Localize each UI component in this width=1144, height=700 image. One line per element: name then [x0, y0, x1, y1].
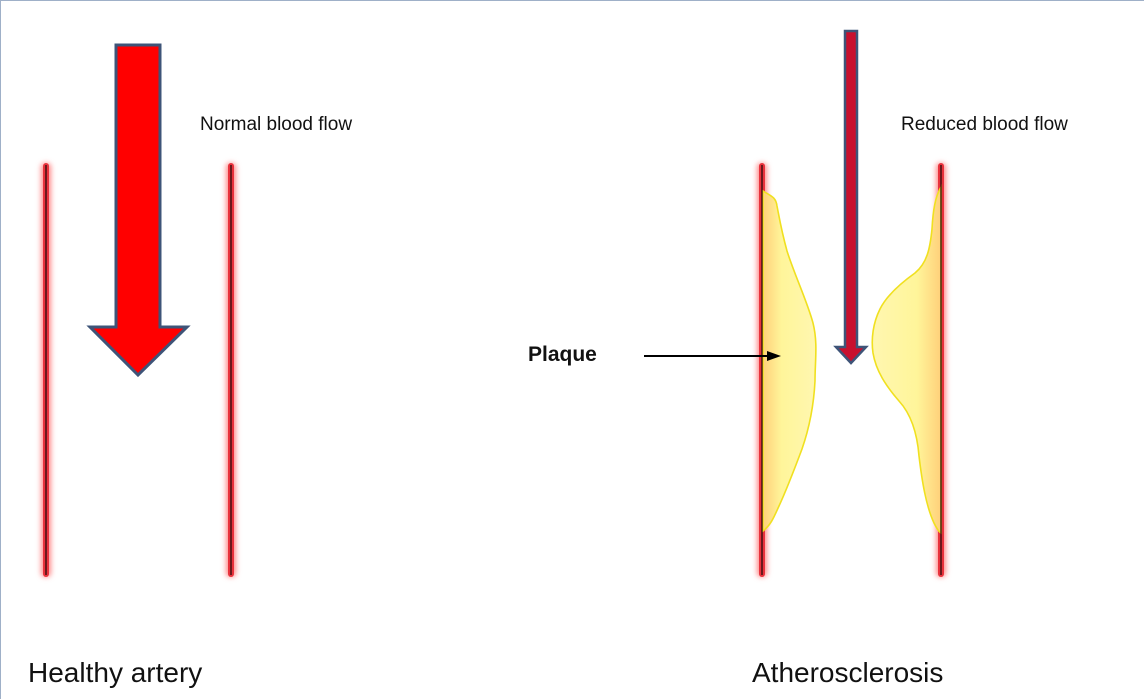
reduced-blood-flow-label: Reduced blood flow [901, 114, 1068, 136]
healthy-artery-left-wall [41, 163, 51, 577]
plaque-right-deposit [872, 187, 941, 533]
normal-flow-arrow-icon [90, 45, 187, 375]
reduced-flow-arrow-icon [836, 31, 866, 363]
atherosclerosis-caption: Atherosclerosis [752, 657, 943, 689]
normal-blood-flow-label: Normal blood flow [200, 114, 352, 136]
plaque-label: Plaque [528, 343, 597, 367]
healthy-artery-right-wall [226, 163, 236, 577]
plaque-left-deposit [763, 191, 816, 531]
healthy-artery-caption: Healthy artery [28, 657, 202, 689]
